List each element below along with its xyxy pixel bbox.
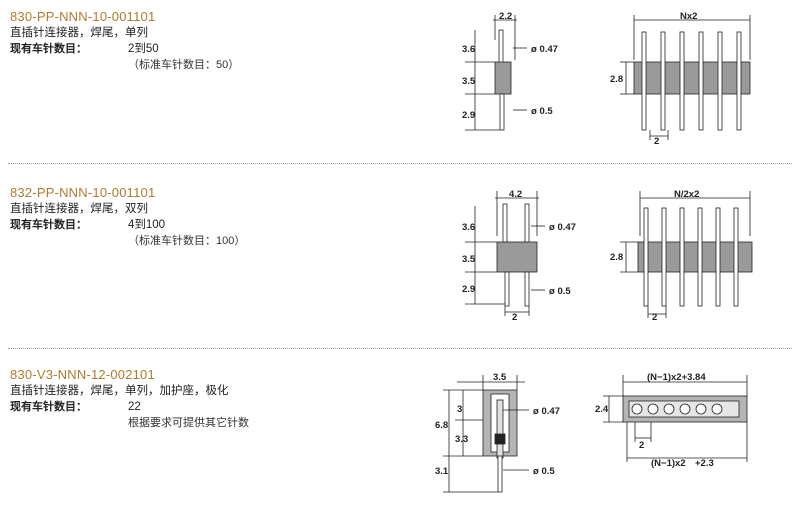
product-description: 直插针连接器，焊尾，单列 [10,27,148,39]
dim-body-depth: 2.4 [595,404,609,415]
dim-total-height: 6.8 [435,420,448,431]
dim-pin-span: (N−1)x2 [651,458,686,469]
dim-tail-diameter: ø 0.5 [549,286,571,297]
pin-count-row: 现有车针数目： 22 [10,399,430,415]
pin-count-note: 根据要求可提供其它针数 [128,417,249,429]
product-830-v3: 830-V3-NNN-12-002101 直插针连接器，焊尾，单列，加护座，极化… [10,367,430,431]
side-view-drawing-1: 2.2 3.6 ø 0.47 3.5 2.9 ø 0.5 [462,11,558,131]
dim-width: 2.2 [499,11,512,22]
dim-body-height: 3.3 [455,434,468,445]
pin-count-label: 现有车针数目： [10,42,87,55]
dim-upper-length: 3.6 [462,222,475,233]
dim-tail-length: 2.9 [462,110,475,121]
pin-count-row: 现有车针数目： 4到100 [10,217,430,233]
dim-pin-diameter: ø 0.47 [533,406,560,417]
dim-total-width: (N−1)x2+3.84 [647,372,706,383]
dim-total-width: Nx2 [680,11,697,22]
dim-pin-span-offset: +2.3 [695,458,714,469]
dim-pin-diameter: ø 0.47 [531,44,558,55]
product-description: 直插针连接器，焊尾，单列，加护座，极化 [10,385,229,397]
product-description: 直插针连接器，焊尾，双列 [10,203,148,215]
pin-count-value: 4到100 [128,219,166,231]
dim-width: 3.5 [493,372,507,383]
dim-total-width: N/2x2 [674,189,699,200]
dim-tail-diameter: ø 0.5 [533,466,555,477]
part-number: 830-V3-NNN-12-002101 [10,367,155,382]
dim-upper-length: 3.6 [462,44,475,55]
dim-upper-length: 3 [457,404,462,415]
dim-pitch: 2 [652,312,657,323]
dim-width: 4.2 [509,189,522,200]
dim-body-height: 2.8 [610,252,623,263]
dim-tail-diameter: ø 0.5 [531,106,553,117]
dim-pitch: 2 [639,440,644,451]
front-view-drawing-2: N/2x2 2.8 2 [610,189,753,323]
dim-pin-diameter: ø 0.47 [549,222,576,233]
pin-count-row: 现有车针数目： 2到50 [10,41,430,57]
front-view-drawing-1: Nx2 2.8 2 [610,11,751,147]
part-number: 832-PP-NNN-10-001101 [10,185,156,200]
part-number: 830-PP-NNN-10-001101 [10,9,156,24]
dim-body-height: 3.5 [462,76,476,87]
dim-tail-length: 3.1 [435,466,449,477]
dim-tail-length: 2.9 [462,284,475,295]
dim-row-pitch: 2 [512,312,517,323]
section-divider [8,163,792,164]
product-832-pp: 832-PP-NNN-10-001101 直插针连接器，焊尾，双列 现有车针数目… [10,185,430,249]
pin-count-value: 2到50 [128,43,159,55]
section-divider [8,348,792,349]
top-view-drawing-3: (N−1)x2+3.84 2.4 2 (N−1)x2 +2.3 [595,372,748,469]
dim-body-height: 3.5 [462,254,476,265]
dim-pitch: 2 [654,136,659,147]
side-view-drawing-2: 4.2 3.6 ø 0.47 3.5 2.9 ø 0.5 2 [462,189,576,323]
pin-count-label: 现有车针数目： [10,400,87,413]
pin-count-value: 22 [128,401,141,413]
pin-count-note: （标准车针数目：50） [128,59,240,71]
pin-count-note: （标准车针数目：100） [128,235,246,247]
dim-body-height: 2.8 [610,74,623,85]
pin-count-label: 现有车针数目： [10,218,87,231]
side-view-drawing-3: 3.5 3 ø 0.47 6.8 3.3 3.1 ø 0.5 [435,372,560,493]
product-830-pp: 830-PP-NNN-10-001101 直插针连接器，焊尾，单列 现有车针数目… [10,9,430,73]
